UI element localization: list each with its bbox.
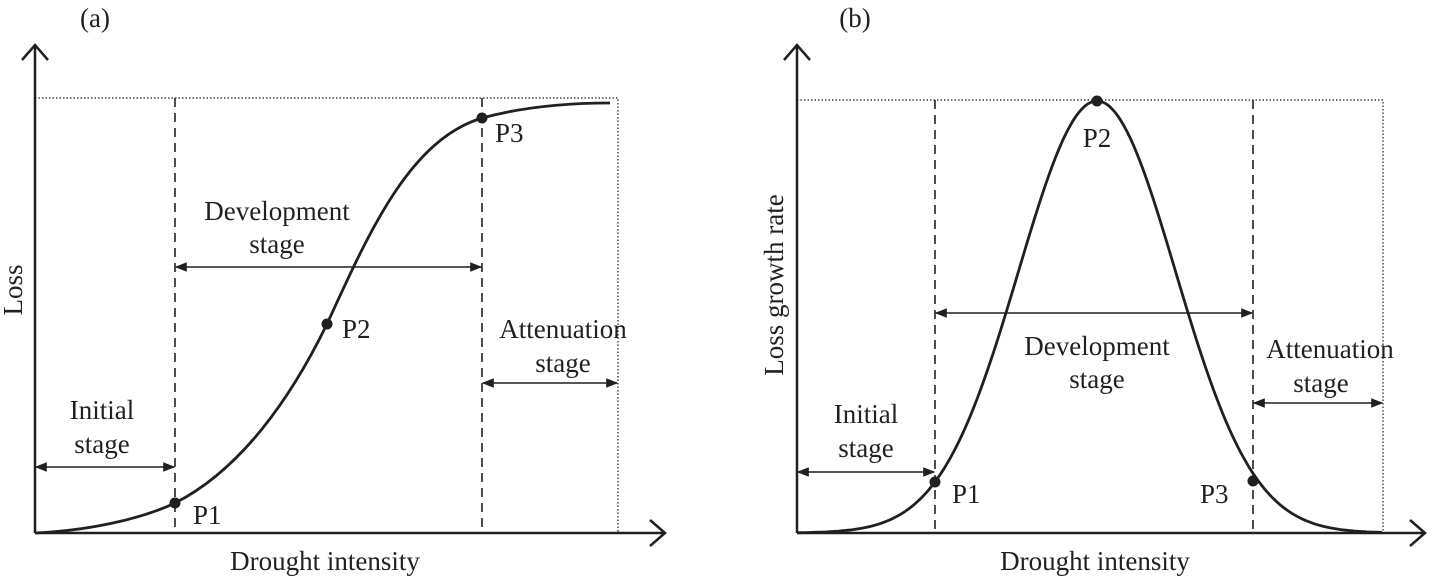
point-p3 bbox=[1247, 475, 1259, 487]
x-axis-label: Drought intensity bbox=[230, 546, 420, 576]
point-p1 bbox=[929, 476, 941, 488]
p1-label: P1 bbox=[193, 500, 222, 530]
initial-stage-label-2: stage bbox=[74, 429, 129, 459]
development-stage-label-2: stage bbox=[249, 229, 304, 259]
development-stage-label-1: Development bbox=[1024, 331, 1170, 361]
initial-stage-label-1: Initial bbox=[834, 399, 898, 429]
panel-b: (b) P1 P2 P3 Loss growth rate Drought in… bbox=[759, 3, 1427, 576]
y-axis-label: Loss bbox=[0, 264, 28, 315]
attenuation-stage-label-2: stage bbox=[1293, 368, 1348, 398]
x-axis-label: Drought intensity bbox=[1000, 546, 1190, 576]
panel-b-label: (b) bbox=[839, 3, 870, 33]
x-axis bbox=[797, 519, 1427, 547]
p1-label: P1 bbox=[952, 479, 981, 509]
initial-stage-label-2: stage bbox=[838, 433, 893, 463]
point-p2 bbox=[1091, 95, 1103, 107]
initial-stage-label-1: Initial bbox=[70, 395, 134, 425]
panel-a-label: (a) bbox=[80, 3, 110, 33]
p3-label: P3 bbox=[1200, 479, 1229, 509]
x-axis bbox=[35, 519, 667, 547]
attenuation-stage-label-1: Attenuation bbox=[499, 314, 627, 344]
point-p1 bbox=[169, 497, 181, 509]
attenuation-stage-label-1: Attenuation bbox=[1266, 334, 1394, 364]
point-p2 bbox=[321, 318, 333, 330]
attenuation-stage-label-2: stage bbox=[535, 348, 590, 378]
max-loss-guide bbox=[35, 97, 619, 533]
max-rate-guide bbox=[797, 99, 1384, 533]
p3-label: P3 bbox=[495, 118, 524, 148]
y-axis-label: Loss growth rate bbox=[759, 194, 789, 375]
p2-label: P2 bbox=[342, 314, 371, 344]
development-stage-label-2: stage bbox=[1069, 364, 1124, 394]
p2-label: P2 bbox=[1083, 123, 1112, 153]
point-p3 bbox=[476, 112, 488, 124]
y-axis bbox=[783, 43, 811, 533]
y-axis bbox=[21, 43, 49, 533]
panel-a: (a) P1 P2 P3 Loss Drought intensity Init… bbox=[0, 3, 667, 576]
development-stage-label-1: Development bbox=[204, 196, 350, 226]
loss-growth-rate-curve bbox=[797, 99, 1383, 535]
